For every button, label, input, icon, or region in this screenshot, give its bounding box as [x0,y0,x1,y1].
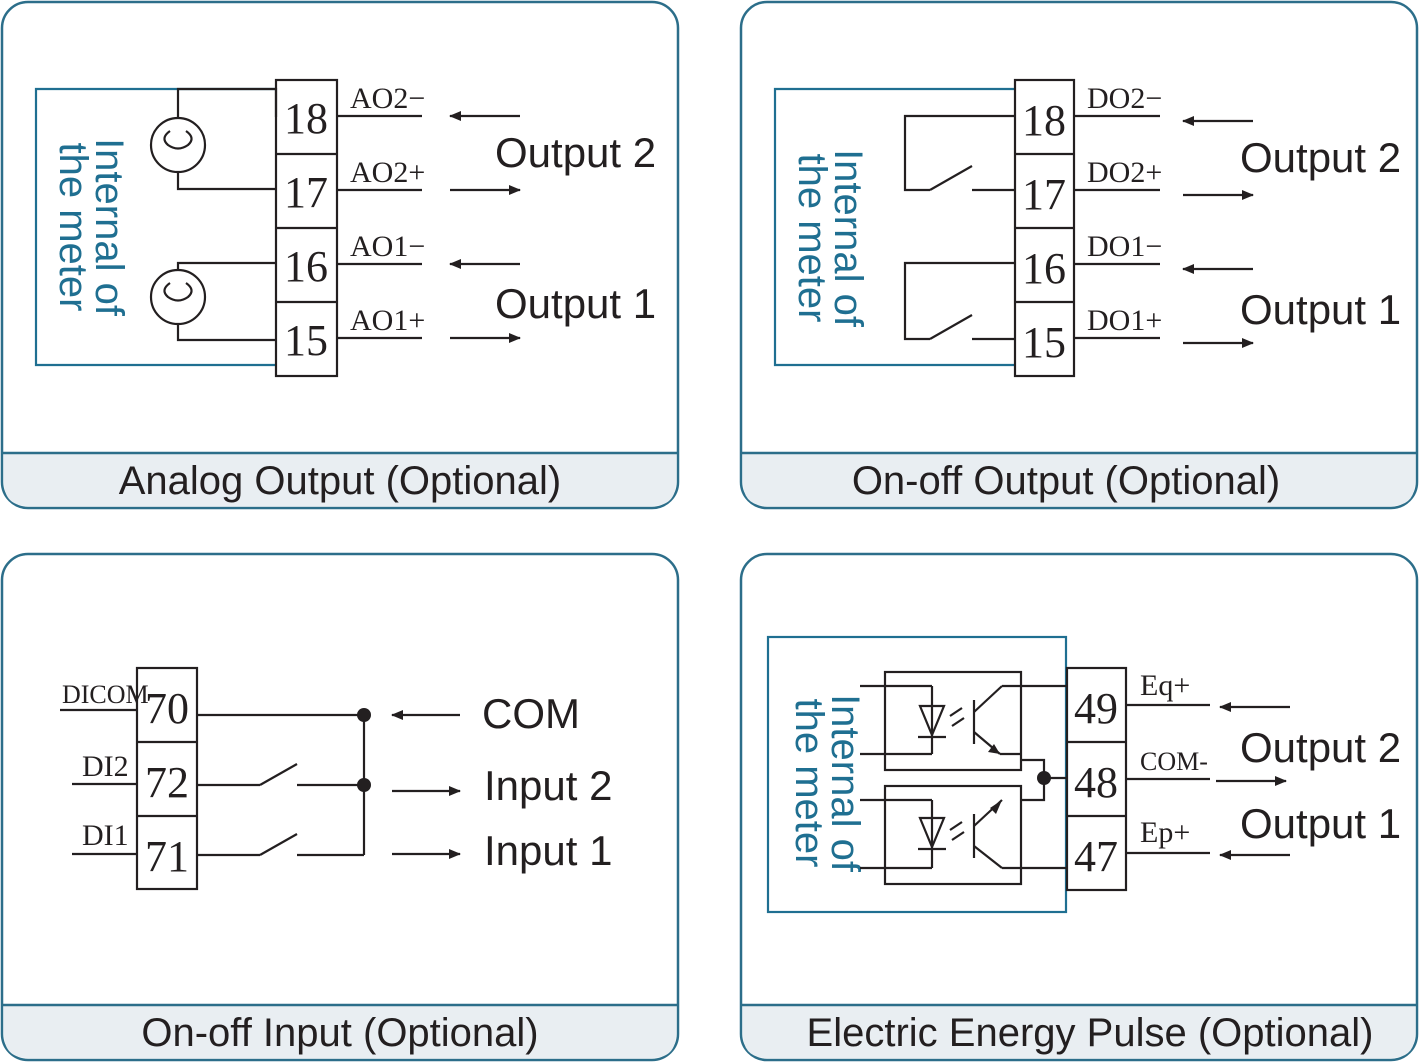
terminal-70: 70 [145,684,189,733]
output-1-label: Output 1 [1240,286,1401,333]
terminal-17: 17 [284,168,328,217]
terminal-16: 16 [284,242,328,291]
output-1-label: Output 1 [1240,800,1401,847]
signal-dicom: DICOM [62,680,149,709]
panel-analog-output: Analog Output (Optional) Internal of the… [0,0,680,510]
junction-dot [357,778,371,792]
signal-ao1-minus: AO1− [350,230,425,263]
meter-label-line1: Internal of [826,149,870,328]
optocoupler-icon [860,670,1067,772]
terminal-71: 71 [145,832,189,881]
terminal-16: 16 [1022,244,1066,293]
panel-onoff-input: On-off Input (Optional) 70 72 71 DICOM D… [0,552,680,1062]
output-2-label: Output 2 [1240,134,1401,181]
input-1-label: Input 1 [484,827,612,874]
output-1-label: Output 1 [495,280,656,327]
meter-label-line2: the meter [787,699,831,868]
terminal-block [135,666,199,891]
signal-do1-minus: DO1− [1087,230,1162,263]
onoff-input-caption: On-off Input (Optional) [141,1011,538,1055]
terminal-49: 49 [1074,684,1118,733]
terminal-18: 18 [284,94,328,143]
meter-label-line1: Internal of [823,694,867,873]
output-2-label: Output 2 [495,129,656,176]
current-source-icon [149,87,278,191]
signal-ep-plus: Ep+ [1140,816,1190,849]
signal-do2-plus: DO2+ [1087,156,1162,189]
signal-eq-plus: Eq+ [1140,669,1190,702]
terminal-18: 18 [1022,96,1066,145]
junction-dot [357,708,371,722]
terminal-17: 17 [1022,170,1066,219]
input-switch-icon [197,833,364,857]
signal-ao2-plus: AO2+ [350,156,425,189]
meter-label-line1: Internal of [87,138,131,317]
signal-ao1-plus: AO1+ [350,304,425,337]
relay-switch-icon [903,114,1015,192]
signal-com-minus: COM- [1140,747,1208,776]
energy-pulse-caption: Electric Energy Pulse (Optional) [807,1011,1374,1055]
relay-switch-icon [903,261,1015,341]
signal-di2: DI2 [82,750,129,783]
onoff-output-caption: On-off Output (Optional) [852,459,1280,503]
panel-energy-pulse: Electric Energy Pulse (Optional) Interna… [739,552,1419,1062]
output-2-label: Output 2 [1240,724,1401,771]
input-switch-icon [197,763,364,787]
signal-ao2-minus: AO2− [350,82,425,115]
junction-dot [1037,771,1051,785]
optocoupler-icon [860,784,1067,886]
meter-boundary [34,87,276,367]
meter-boundary [773,87,1015,367]
meter-label-line2: the meter [790,154,834,323]
meter-label-line2: the meter [51,143,95,312]
terminal-15: 15 [284,316,328,365]
terminal-72: 72 [145,758,189,807]
terminal-block [1065,666,1128,892]
panel-onoff-output: On-off Output (Optional) Internal of the… [739,0,1419,510]
signal-do2-minus: DO2− [1087,82,1162,115]
analog-output-caption: Analog Output (Optional) [119,459,561,503]
signal-di1: DI1 [82,819,129,852]
terminal-47: 47 [1074,832,1118,881]
com-label: COM [482,690,580,737]
input-2-label: Input 2 [484,762,612,809]
terminal-15: 15 [1022,318,1066,367]
current-source-icon [149,261,276,342]
signal-do1-plus: DO1+ [1087,304,1162,337]
terminal-48: 48 [1074,758,1118,807]
